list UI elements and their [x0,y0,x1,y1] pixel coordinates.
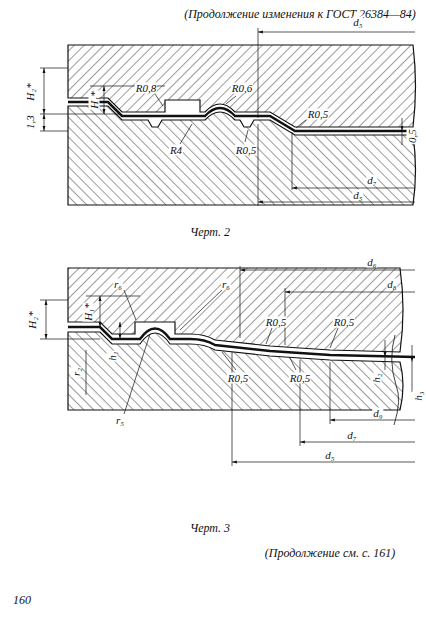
dimension-label: H₁* [89,90,100,109]
dimension-label: R0,5 [265,317,287,328]
dimension-label: r₆ [221,279,231,290]
dimension-label: R0,5 [235,145,257,156]
dimension-label: R0,5 [289,373,311,384]
dimension-label: 160 [12,594,32,606]
dimension-label: d₇ [366,175,377,186]
dimension-label: h₁ [107,350,118,361]
lower-die [68,106,416,205]
dimension-label: d₇ [346,430,357,441]
dimension-label: 1,3 [25,114,36,130]
dimension-label: R0,6 [231,83,253,94]
dimension-label: r₅ [115,415,125,426]
dimension-label: d₉ [372,408,383,419]
dimension-label: d₅ [352,190,363,201]
dimension-label: H₂* [27,310,38,329]
dimension-label: (Продолжение изменения к ГОСТ 26384—84) [183,8,417,20]
dimension-label: d₅ [352,17,363,28]
dimension-label: d₆ [366,257,377,268]
break-line [392,335,399,425]
dimension-label: R0,5 [307,109,329,120]
dimension-label: H₁* [83,302,94,321]
dimension-label: h₂ [371,372,382,383]
dimension-label: d₅ [324,450,335,461]
dimension-label: R0,5 [333,317,355,328]
dimension-label: 0,5 [407,128,418,144]
dimension-label: r₂ [71,367,82,377]
dimension-label: h₃ [412,390,423,401]
workpiece-strip [68,102,415,131]
dimension-label: (Продолжение см. с. 161) [264,547,396,559]
dimension-label: H₂* [25,82,36,101]
dimension-label: r₆ [113,279,123,290]
dimension-label: Черт. 3 [189,522,231,534]
dimension-label: Черт. 2 [189,226,231,238]
dimension-label: R4 [169,145,183,156]
lower-die [68,332,403,410]
dimension-label: R0,5 [227,373,249,384]
dimension-label: d₈ [386,279,397,290]
dimension-label: R0,8 [135,83,157,94]
